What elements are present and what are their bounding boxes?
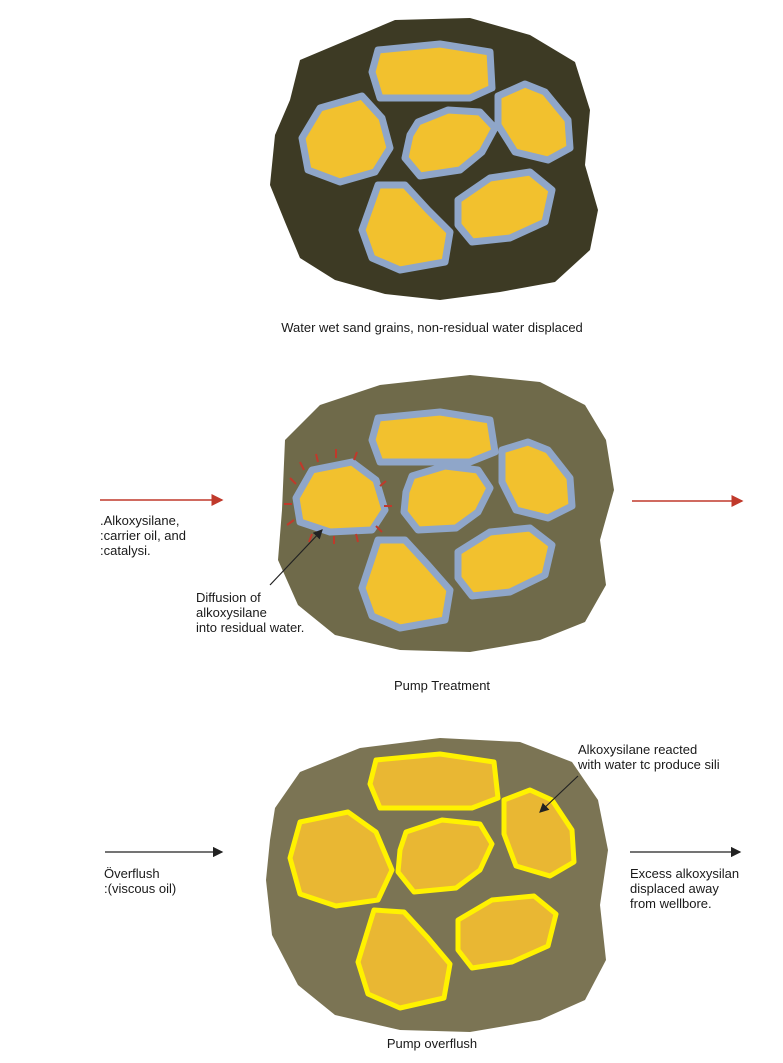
overflush-inlet-line: :(viscous oil) — [104, 881, 176, 896]
grain — [372, 412, 495, 462]
overflush-outlet-line: displaced away — [630, 881, 739, 896]
reaction-label-line: Alkoxysilane reacted — [578, 742, 720, 757]
diffusion-label-line: Diffusion of — [196, 590, 304, 605]
panel-1-sand-grains — [270, 18, 598, 300]
inlet-label-line: :carrier oil, and — [100, 528, 186, 543]
grain — [372, 44, 492, 98]
inlet-label-line: :catalysi. — [100, 543, 186, 558]
diffusion-label-line: alkoxysilane — [196, 605, 304, 620]
diffusion-label-line: into residual water. — [196, 620, 304, 635]
overflush-inlet-label: Överflush :(viscous oil) — [104, 866, 176, 896]
grain — [296, 462, 385, 532]
overflush-outlet-line: from wellbore. — [630, 896, 739, 911]
overflush-inlet-line: Överflush — [104, 866, 176, 881]
overflush-outlet-label: Excess alkoxysilan displaced away from w… — [630, 866, 739, 911]
overflush-outlet-line: Excess alkoxysilan — [630, 866, 739, 881]
panel-1-caption: Water wet sand grains, non-residual wate… — [281, 320, 583, 335]
panel-3-caption: Pump overflush — [387, 1036, 477, 1051]
reaction-label: Alkoxysilane reacted with water tc produ… — [578, 742, 720, 772]
panel-2-caption: Pump Treatment — [394, 678, 490, 693]
inlet-label-treatment: .Alkoxysilane, :carrier oil, and :cataly… — [100, 513, 186, 558]
reaction-label-line: with water tc produce sili — [578, 757, 720, 772]
grain — [370, 754, 498, 808]
diffusion-label: Diffusion of alkoxysilane into residual … — [196, 590, 304, 635]
inlet-label-line: .Alkoxysilane, — [100, 513, 186, 528]
